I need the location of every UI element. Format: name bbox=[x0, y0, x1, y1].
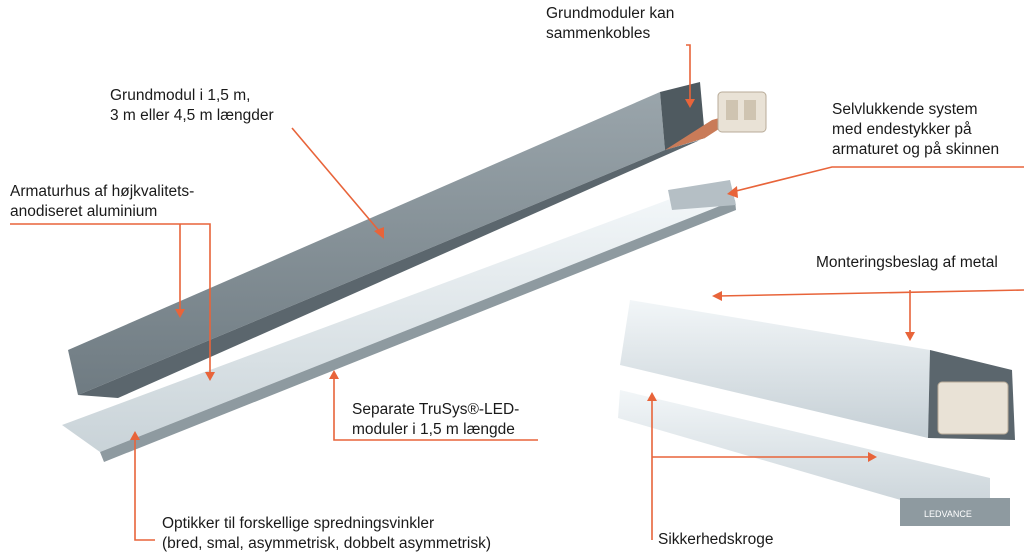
label-sikkerhedskroge: Sikkerhedskroge bbox=[658, 531, 774, 548]
led-module-left bbox=[62, 180, 736, 462]
label-optikker: Optikker til forskellige spredningsvinkl… bbox=[162, 515, 492, 552]
ledvance-logo: LEDVANCE bbox=[924, 509, 972, 519]
label-monteringsbeslag: Monteringsbeslag af metal bbox=[816, 254, 998, 271]
leader-lines bbox=[10, 44, 1024, 541]
label-grundmoduler-kan: Grundmoduler kan sammenkobles bbox=[546, 5, 675, 42]
label-separate-trusys: Separate TruSys®-LED- moduler i 1,5 m læ… bbox=[352, 401, 520, 438]
label-selvslukkende-system: Selvlukkende system med endestykker på a… bbox=[832, 101, 1000, 158]
rail-left bbox=[68, 82, 748, 398]
connector-block bbox=[717, 91, 767, 133]
label-grundmodul-lengths: Grundmodul i 1,5 m, 3 m eller 4,5 m læng… bbox=[110, 87, 274, 124]
led-module-right: LEDVANCE bbox=[618, 390, 1010, 526]
label-armaturhus: Armaturhus af højkvalitets- anodiseret a… bbox=[10, 183, 195, 220]
rail-right bbox=[620, 300, 1015, 440]
